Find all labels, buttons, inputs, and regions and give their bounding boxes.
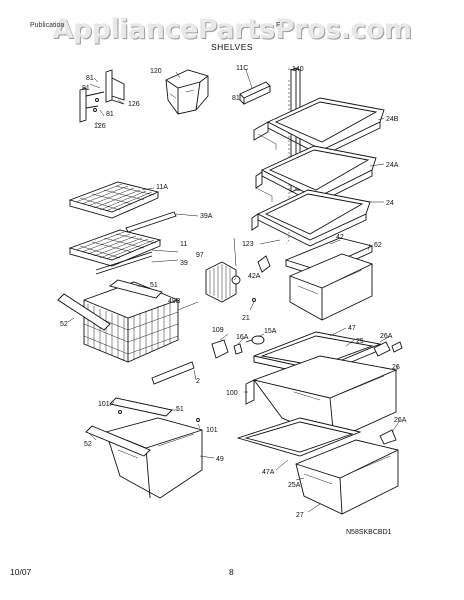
callout-42: 42 bbox=[336, 234, 344, 241]
crisper-pan-62 bbox=[289, 253, 373, 321]
callout-97: 97 bbox=[196, 252, 204, 259]
callout-100: 100 bbox=[226, 390, 238, 397]
callout-47A: 47A bbox=[262, 469, 275, 476]
callout-109: 109 bbox=[212, 327, 224, 334]
callout-52: 52 bbox=[60, 321, 68, 328]
drawer-cover-47A bbox=[236, 417, 397, 457]
section-title: SHELVES bbox=[210, 42, 254, 52]
callout-101: 101 bbox=[206, 427, 218, 434]
callout-81: 81 bbox=[232, 95, 240, 102]
footer-date: 10/07 bbox=[10, 567, 32, 577]
callout-126: 126 bbox=[94, 123, 106, 130]
callout-24B: 24B bbox=[386, 116, 399, 123]
callout-25: 25 bbox=[356, 338, 364, 345]
drawer-pan-27 bbox=[295, 439, 399, 515]
callout-42A: 42A bbox=[248, 273, 261, 280]
light-housing-97 bbox=[205, 261, 256, 303]
callout-81: 81 bbox=[106, 111, 114, 118]
callout-81: 81 bbox=[86, 75, 94, 82]
glass-shelf-24A bbox=[255, 145, 377, 205]
callout-25A: 25A bbox=[288, 482, 301, 489]
callout-49: 49 bbox=[216, 456, 224, 463]
callout-52: 52 bbox=[84, 441, 92, 448]
callout-123: 123 bbox=[242, 241, 254, 248]
callout-15A: 15A bbox=[264, 328, 277, 335]
callout-21: 21 bbox=[242, 315, 250, 322]
callout-26A: 26A bbox=[394, 417, 407, 424]
callout-140: 140 bbox=[292, 66, 304, 73]
callout-51: 51 bbox=[150, 282, 158, 289]
callout-126: 126 bbox=[128, 101, 140, 108]
light-bulb-parts bbox=[211, 335, 265, 359]
glass-shelf-24 bbox=[251, 189, 371, 247]
pantry-drawer-49 bbox=[85, 397, 203, 499]
callout-24A: 24A bbox=[386, 162, 399, 169]
callout-26: 26 bbox=[392, 364, 400, 371]
crisper-cover-42 bbox=[257, 237, 374, 277]
callout-11C: 11C bbox=[236, 65, 248, 72]
wire-shelf-11A bbox=[68, 181, 177, 233]
header-publication: Publication bbox=[30, 22, 65, 29]
watermark-logo: AppliancePartsPros.com bbox=[52, 14, 412, 45]
callout-81: 81 bbox=[82, 85, 90, 92]
wire-shelf-11 bbox=[68, 229, 162, 275]
callout-62: 62 bbox=[374, 242, 382, 249]
callout-2: 2 bbox=[196, 378, 200, 385]
callout-39: 39 bbox=[180, 260, 188, 267]
drawer-pan-25 bbox=[245, 355, 397, 441]
callout-49B: 49B bbox=[168, 298, 181, 305]
callout-27: 27 bbox=[296, 512, 304, 519]
callout-101: 101 bbox=[98, 401, 110, 408]
callout-26A: 26A bbox=[380, 333, 393, 340]
glass-shelf-24B bbox=[253, 97, 385, 157]
callout-11: 11 bbox=[180, 241, 187, 248]
callout-11A: 11A bbox=[156, 184, 168, 191]
shelf-trim-11C bbox=[239, 81, 271, 106]
callout-51: 51 bbox=[176, 406, 184, 413]
footer-page-number: 8 bbox=[229, 567, 234, 577]
callout-24: 24 bbox=[386, 200, 394, 207]
callout-16A: 16A bbox=[236, 334, 249, 341]
wire-basket-49B bbox=[57, 279, 195, 385]
header-model: F bbox=[276, 22, 281, 29]
dairy-bin-120 bbox=[165, 69, 209, 115]
callout-39A: 39A bbox=[200, 213, 213, 220]
callout-120: 120 bbox=[150, 68, 162, 75]
diagram-code: N58SKBCBD1 bbox=[346, 529, 392, 536]
callout-47: 47 bbox=[348, 325, 356, 332]
shelf-bracket-126 bbox=[79, 69, 125, 123]
